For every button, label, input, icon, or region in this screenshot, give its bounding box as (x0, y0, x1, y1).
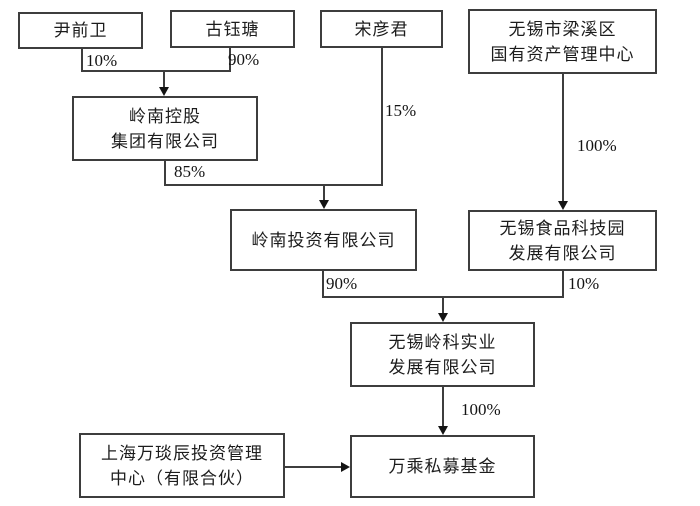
connector-holdings-down (164, 161, 166, 186)
arrowhead-into-fund-left (341, 462, 350, 472)
connector-mid-merge-horizontal (164, 184, 383, 186)
connector-lingke-down (442, 387, 444, 427)
node-wuxi-food-park: 无锡食品科技园 发展有限公司 (468, 210, 657, 271)
node-lingnan-investment-label: 岭南投资有限公司 (251, 230, 396, 250)
node-song-yanjun: 宋彦君 (320, 10, 443, 48)
arrowhead-into-investment (319, 200, 329, 209)
node-gu-yutang-label: 古钰瑭 (205, 19, 260, 39)
node-lingnan-holdings-line1: 岭南控股 (129, 106, 201, 126)
connector-into-lingke-shaft (442, 296, 444, 314)
edge-label-holdings-to-investment: 85% (174, 162, 206, 181)
connector-yin-down (81, 49, 83, 72)
node-wancheng-fund-label: 万乘私募基金 (388, 457, 497, 476)
edge-label-yin-to-holdings: 10% (86, 51, 118, 70)
node-liangxi-state-assets-center: 无锡市梁溪区 国有资产管理中心 (468, 9, 657, 74)
connector-center-down (562, 74, 564, 202)
connector-wanyanchen-right (285, 466, 342, 468)
edge-label-lingke-to-fund: 100% (461, 400, 501, 419)
node-yin-qianwei-label: 尹前卫 (53, 21, 108, 40)
arrowhead-into-lingke (438, 313, 448, 322)
arrowhead-into-food-park (558, 201, 568, 210)
edge-label-center-to-food-park: 100% (577, 136, 617, 155)
arrowhead-into-holdings (159, 87, 169, 96)
edge-label-gu-to-holdings: 90% (228, 50, 260, 69)
node-wuxi-lingke: 无锡岭科实业 发展有限公司 (350, 322, 535, 387)
node-lingnan-investment: 岭南投资有限公司 (230, 209, 417, 271)
edge-label-song-to-investment: 15% (385, 101, 417, 120)
node-gu-yutang: 古钰瑭 (170, 10, 295, 48)
edge-label-food-park-to-lingke: 10% (568, 274, 600, 293)
connector-into-investment-shaft (323, 184, 325, 202)
node-shanghai-wanyanchen-line1: 上海万琰辰投资管理 (101, 443, 263, 463)
arrowhead-into-fund-top (438, 426, 448, 435)
node-liangxi-state-assets-center-line2: 国有资产管理中心 (490, 44, 635, 64)
node-wuxi-lingke-line2: 发展有限公司 (388, 357, 497, 377)
node-liangxi-state-assets-center-line1: 无锡市梁溪区 (508, 19, 617, 39)
node-shanghai-wanyanchen-line2: 中心（有限合伙） (110, 468, 254, 488)
node-wuxi-lingke-line1: 无锡岭科实业 (388, 332, 497, 352)
connector-investment-down (322, 271, 324, 298)
connector-food-park-down (562, 271, 564, 298)
node-lingnan-holdings: 岭南控股 集团有限公司 (72, 96, 258, 161)
node-wuxi-food-park-line2: 发展有限公司 (508, 243, 617, 263)
node-shanghai-wanyanchen: 上海万琰辰投资管理 中心（有限合伙） (79, 433, 285, 498)
edge-label-investment-to-lingke: 90% (326, 274, 358, 293)
connector-top-merge-horizontal (81, 70, 231, 72)
connector-song-down (381, 48, 383, 186)
node-lingnan-holdings-line2: 集团有限公司 (111, 131, 219, 151)
node-yin-qianwei: 尹前卫 (18, 12, 143, 49)
connector-into-holdings-shaft (163, 70, 165, 89)
connector-gu-down (229, 48, 231, 72)
node-wancheng-fund: 万乘私募基金 (350, 435, 535, 498)
node-wuxi-food-park-line1: 无锡食品科技园 (499, 218, 626, 238)
node-song-yanjun-label: 宋彦君 (354, 19, 409, 39)
